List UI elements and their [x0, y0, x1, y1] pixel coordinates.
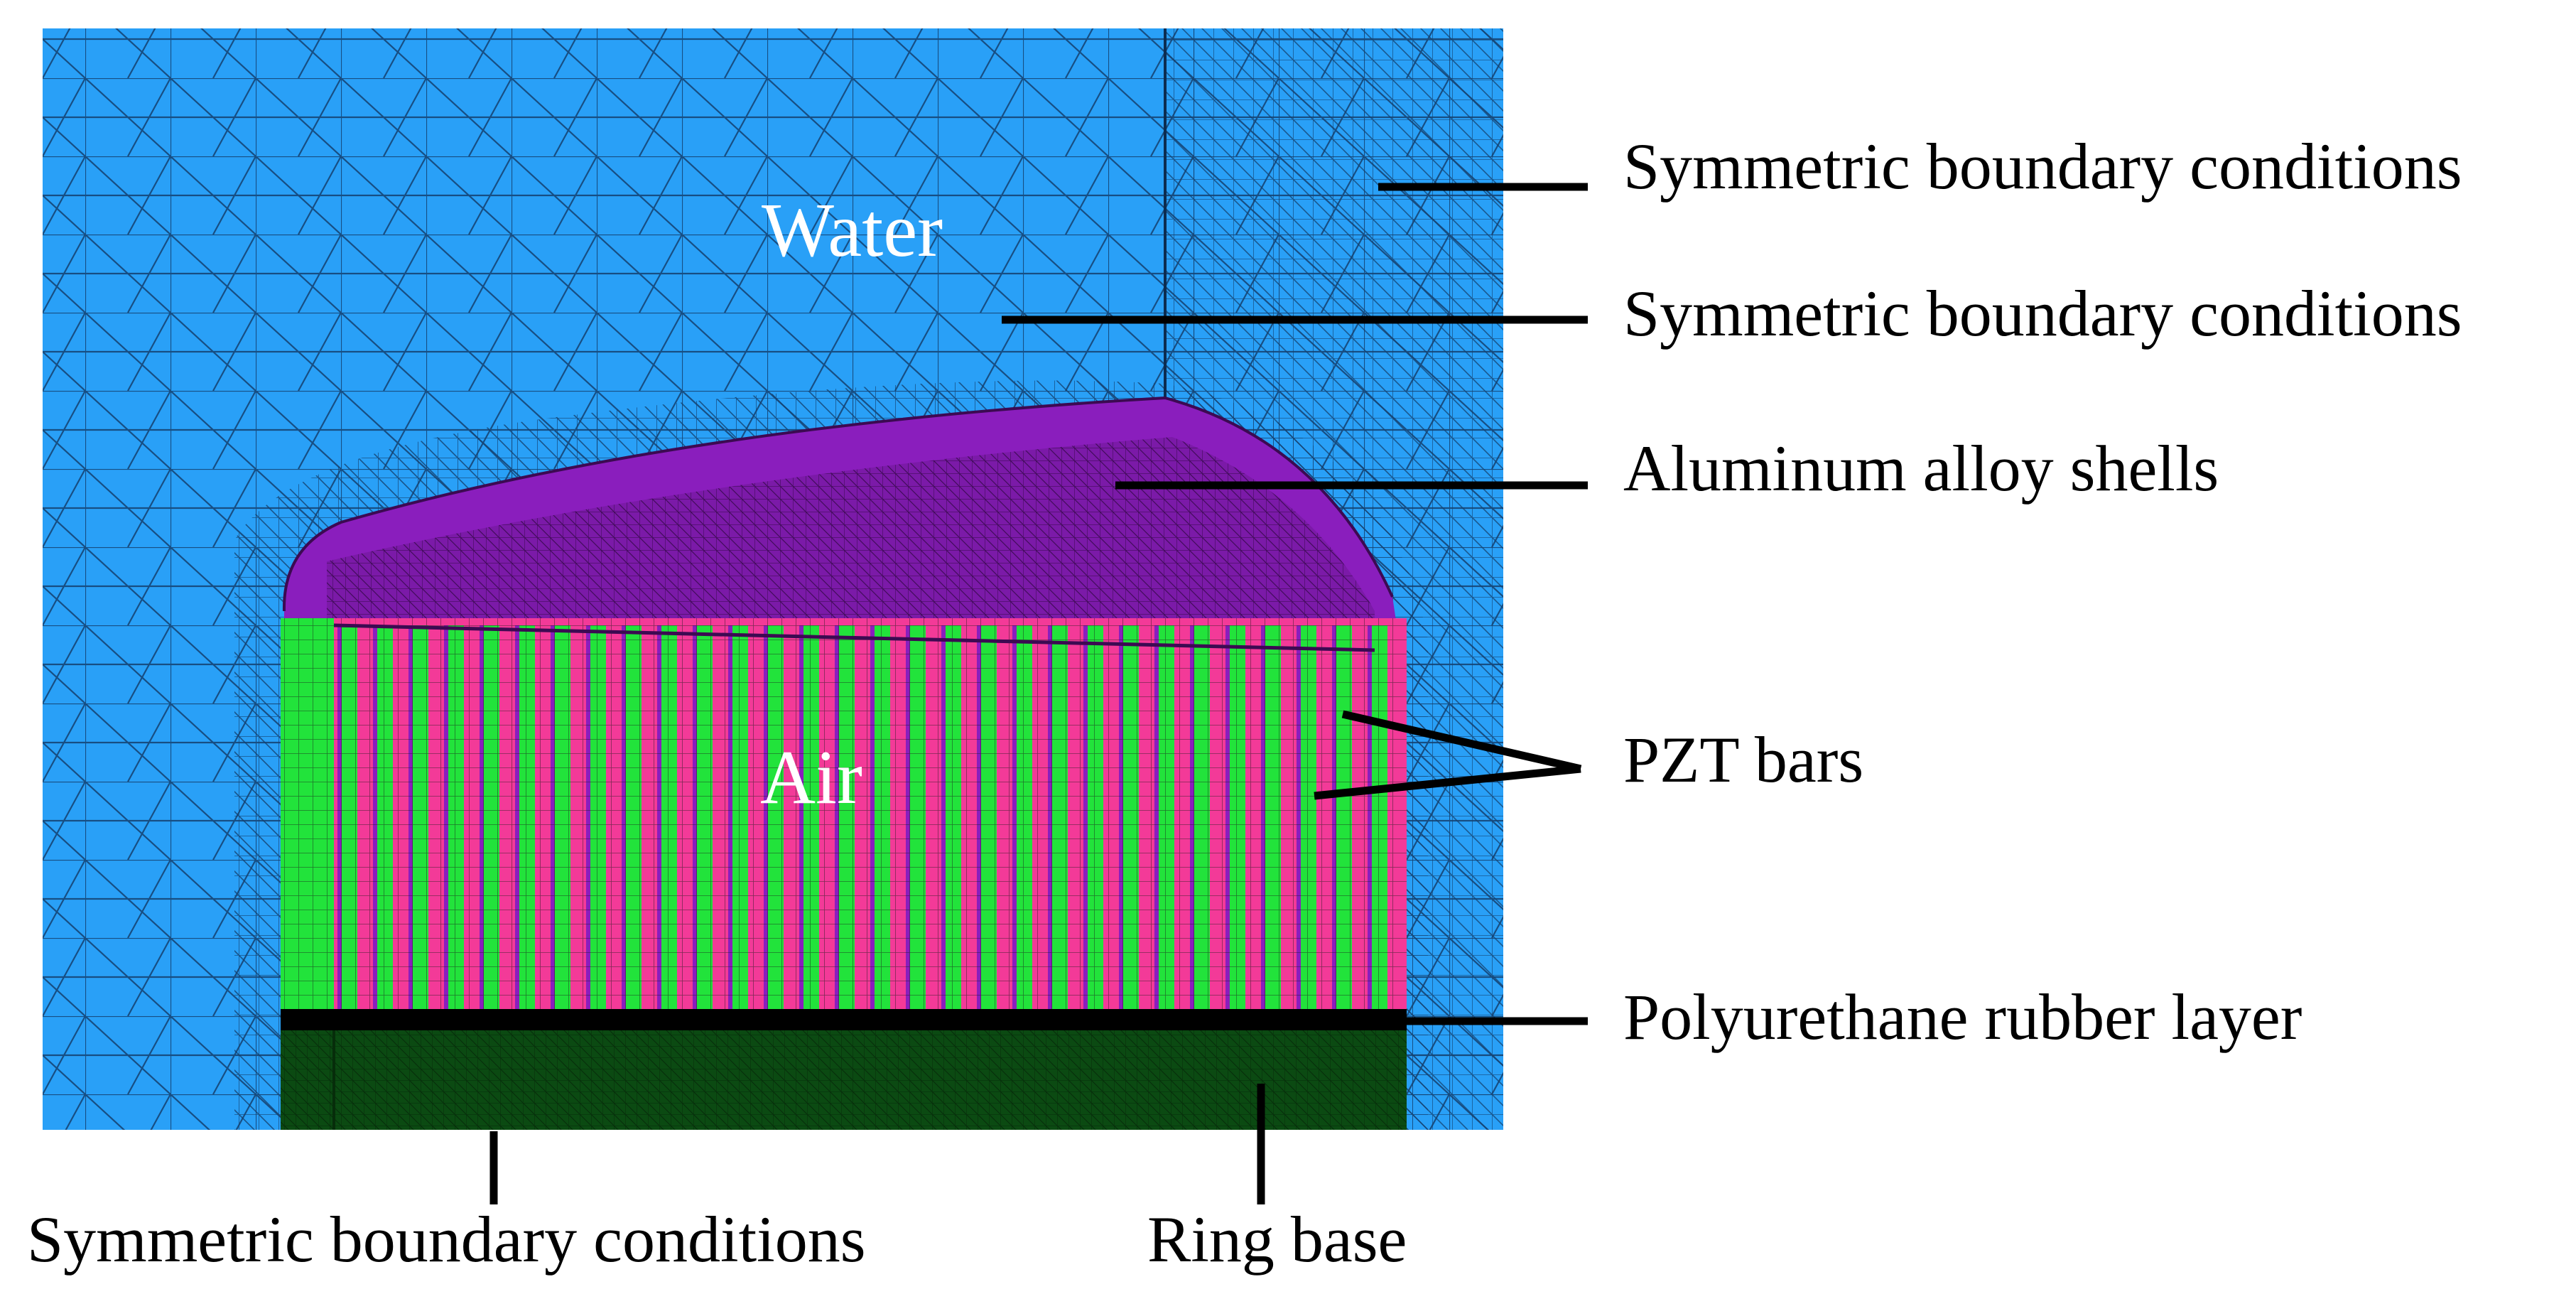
- leader-pzt-lower: [1314, 765, 1581, 800]
- pzt-grid-mesh: [281, 618, 1407, 1016]
- label-sym-bc-top: Symmetric boundary conditions: [1623, 130, 2462, 203]
- air-label: Air: [760, 735, 862, 820]
- leader-pzt-upper: [1341, 710, 1582, 773]
- pzt-top-edge: [333, 623, 1375, 652]
- pzt-bars-region: [281, 618, 1407, 1016]
- ring-base: [281, 1030, 1407, 1130]
- leader-lines: [489, 183, 1588, 1204]
- label-pzt: PZT bars: [1623, 723, 1863, 796]
- shell-edge: [282, 396, 1394, 612]
- rubber-layer: [281, 1009, 1407, 1030]
- aluminum-shell: [282, 396, 1401, 654]
- label-ring-base: Ring base: [1147, 1203, 1407, 1275]
- label-shells: Aluminum alloy shells: [1623, 432, 2219, 505]
- water-label: Water: [762, 188, 943, 273]
- shell-mesh: [327, 437, 1375, 650]
- ring-base-mesh: [281, 1030, 1407, 1130]
- label-sym-bc-bottom: Symmetric boundary conditions: [27, 1203, 866, 1275]
- label-sym-bc-mid: Symmetric boundary conditions: [1623, 277, 2462, 350]
- label-rubber: Polyurethane rubber layer: [1623, 981, 2302, 1053]
